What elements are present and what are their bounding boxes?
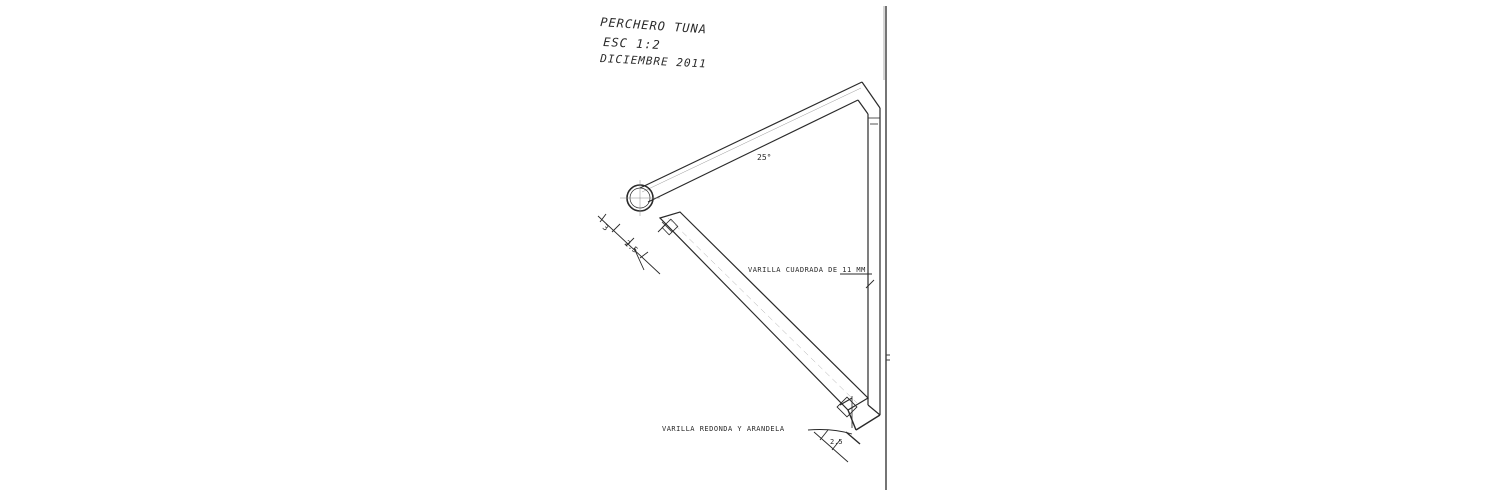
rod-note-leader [807, 429, 853, 435]
hook-end-circle [620, 180, 660, 216]
angle-note: 25° [757, 153, 771, 162]
wall-line [883, 6, 890, 490]
title-line-1: PERCHERO TUNA [600, 15, 708, 36]
title-line-2: ESC 1:2 [603, 35, 661, 52]
rod-note: VARILLA REDONDA Y ARANDELA [662, 425, 785, 433]
title-block: PERCHERO TUNA ESC 1:2 DICIEMBRE 2011 [599, 15, 708, 71]
diagonal-tube [658, 211, 869, 411]
bottom-dimension [813, 429, 849, 463]
dimension-label-top: 3 [601, 223, 611, 233]
vertical-bar [867, 108, 881, 415]
dimension-label-bottom: 2.5 [830, 438, 843, 446]
bar-note: VARILLA CUADRADA DE 11 MM [748, 266, 866, 274]
bar-note-tick [865, 279, 875, 289]
upper-arm [639, 81, 881, 203]
title-line-3: DICIEMBRE 2011 [599, 52, 707, 71]
bottom-joint [836, 396, 881, 445]
dimension-group [597, 213, 667, 275]
